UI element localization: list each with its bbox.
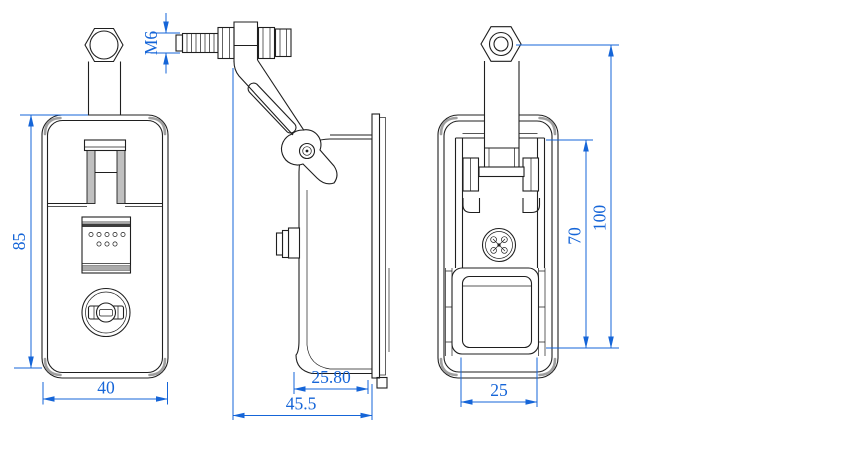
dim-front-height: 85 xyxy=(9,114,88,369)
back-hex-head xyxy=(480,26,522,62)
dim-back-overall-height-label: 100 xyxy=(590,205,610,232)
dim-side-overall-depth: 45.5 xyxy=(232,68,373,420)
front-view xyxy=(41,27,169,379)
front-push-pad xyxy=(81,216,132,274)
front-key-lock xyxy=(81,287,131,338)
dim-front-width-label: 40 xyxy=(97,378,115,398)
dim-side-overall-depth-label: 45.5 xyxy=(286,394,317,414)
dim-side-thread: M6 xyxy=(141,13,180,74)
dimensions: 85 40 M6 25.80 45.5 xyxy=(9,13,619,420)
side-mounting-plate xyxy=(371,113,390,389)
dim-back-grip-height-label: 70 xyxy=(565,227,585,245)
back-view xyxy=(437,26,559,379)
dim-back-overall-height: 100 xyxy=(516,44,619,349)
front-body-inner xyxy=(46,119,164,374)
dim-side-inner-depth: 25.80 xyxy=(293,367,369,394)
side-lock-cylinder xyxy=(275,227,301,259)
back-rubber-pad xyxy=(451,267,540,355)
dim-back-pad-width: 25 xyxy=(460,357,538,407)
dim-side-thread-label: M6 xyxy=(141,31,161,56)
back-arm xyxy=(483,61,520,167)
back-adjust-screw xyxy=(481,227,517,263)
dim-front-height-label: 85 xyxy=(9,233,29,251)
back-cam-mechanism xyxy=(462,157,541,214)
front-hex-head xyxy=(84,27,124,63)
dim-front-width: 40 xyxy=(42,378,168,405)
front-latch-tab xyxy=(83,139,127,204)
side-arm xyxy=(233,59,305,136)
dim-back-grip-height: 70 xyxy=(546,139,593,349)
side-view xyxy=(175,21,390,389)
side-bolt-assembly xyxy=(175,21,292,62)
dim-side-inner-depth-label: 25.80 xyxy=(311,367,351,387)
side-pivot xyxy=(298,142,316,160)
dim-back-pad-width-label: 25 xyxy=(490,380,508,400)
